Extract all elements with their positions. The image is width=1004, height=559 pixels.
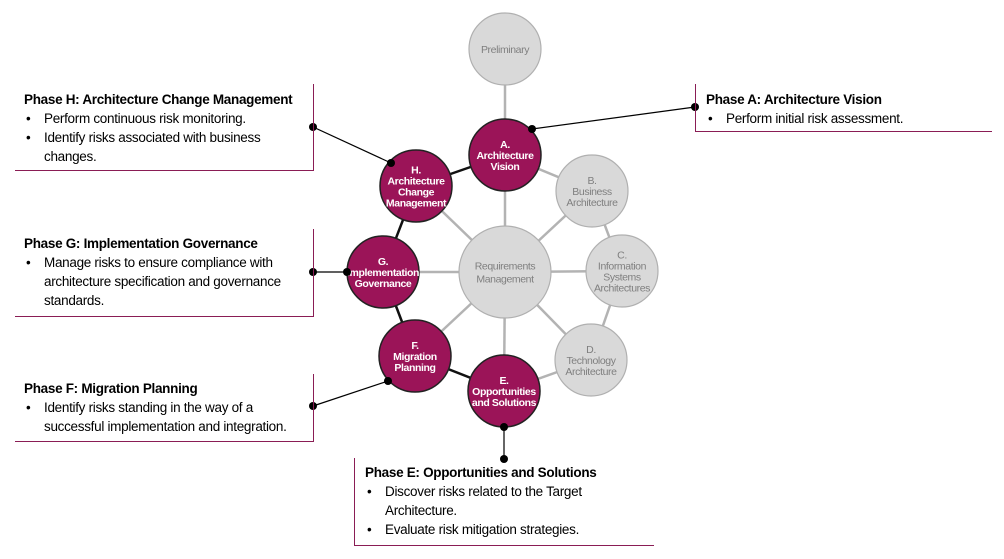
node-label: Change (398, 187, 435, 199)
node-circle (468, 12, 542, 86)
node-circle (554, 323, 628, 397)
callout-bullet: Identify risks standing in the way of a … (24, 398, 314, 436)
connector-dot (528, 125, 536, 133)
callout-bullets: Identify risks standing in the way of a … (24, 398, 313, 436)
callout-title: Phase F: Migration Planning (24, 381, 198, 396)
node-label: B. (587, 175, 596, 187)
node-label: G. (378, 256, 389, 268)
node-label: Migration (393, 351, 437, 363)
connector-dot (343, 268, 351, 276)
node-label: A. (500, 139, 510, 151)
node-label: Architecture (387, 176, 445, 188)
node-label: Architectures (594, 283, 650, 295)
node-label: Management (386, 198, 447, 210)
callout-title: Phase E: Opportunities and Solutions (365, 465, 597, 480)
callout-title: Phase H: Architecture Change Management (24, 92, 293, 107)
connector-dot (500, 423, 508, 431)
node-label: Technology (566, 355, 616, 367)
node-label: and Solutions (472, 397, 537, 409)
callout-bullets: Manage risks to ensure compliance with a… (24, 253, 313, 310)
node-label: Governance (355, 278, 412, 290)
node-label: Systems (603, 272, 641, 284)
callout-phase-g: Phase G: Implementation Governance Manag… (15, 229, 314, 317)
callout-bullet: Identify risks associated with business … (24, 128, 294, 166)
connector-phase-a (531, 106, 696, 130)
callout-bullet: Manage risks to ensure compliance with a… (24, 253, 314, 310)
callout-connectors (312, 106, 696, 459)
connector-dot (384, 377, 392, 385)
callout-bullets: Perform initial risk assessment. (706, 109, 992, 128)
node-label: C. (617, 250, 627, 262)
node-label: Requirements (475, 261, 536, 273)
node-label: Preliminary (481, 44, 530, 56)
node-label: Implementation (347, 267, 419, 279)
node-label: D. (586, 344, 596, 356)
callout-title: Phase A: Architecture Vision (706, 92, 882, 107)
node-circle (378, 319, 452, 393)
node-circle (458, 225, 552, 319)
node-label: Opportunities (472, 386, 536, 398)
node-label: Information (598, 261, 647, 273)
callout-title: Phase G: Implementation Governance (24, 236, 258, 251)
node-label: Management (476, 274, 534, 286)
node-circle (468, 118, 542, 192)
phase-nodes: PreliminaryRequirementsManagementA.Archi… (346, 12, 659, 428)
connector-dots (309, 103, 699, 463)
node-label: Architecture (476, 150, 534, 162)
callout-bullets: Perform continuous risk monitoring. Iden… (24, 109, 313, 166)
node-label: E. (499, 375, 509, 387)
node-preliminary: Preliminary (468, 12, 542, 86)
callout-bullet: Discover risks related to the Target Arc… (365, 482, 615, 520)
node-circle (379, 149, 453, 223)
node-label: Business (572, 186, 612, 198)
connector-dot (387, 159, 395, 167)
node-label: F. (411, 340, 419, 352)
node-circle (585, 234, 659, 308)
callout-bullets: Discover risks related to the Target Arc… (365, 482, 654, 539)
callout-phase-e: Phase E: Opportunities and Solutions Dis… (354, 458, 654, 546)
node-label: H. (411, 165, 421, 177)
callout-phase-h: Phase H: Architecture Change Management … (15, 84, 314, 171)
callout-phase-a: Phase A: Architecture Vision Perform ini… (695, 84, 992, 132)
connector-phase-f (312, 380, 389, 407)
node-label: Vision (491, 161, 520, 173)
callout-bullet: Perform continuous risk monitoring. (24, 109, 313, 128)
node-label: Architecture (565, 366, 617, 378)
node-label: Planning (394, 362, 435, 374)
connector-phase-h (312, 126, 392, 164)
node-circle (555, 154, 629, 228)
callout-bullet: Perform initial risk assessment. (706, 109, 992, 128)
callout-bullet: Evaluate risk mitigation strategies. (365, 520, 654, 539)
connector-dot (500, 455, 508, 463)
node-label: Architecture (566, 197, 618, 209)
callout-phase-f: Phase F: Migration Planning Identify ris… (15, 374, 314, 442)
